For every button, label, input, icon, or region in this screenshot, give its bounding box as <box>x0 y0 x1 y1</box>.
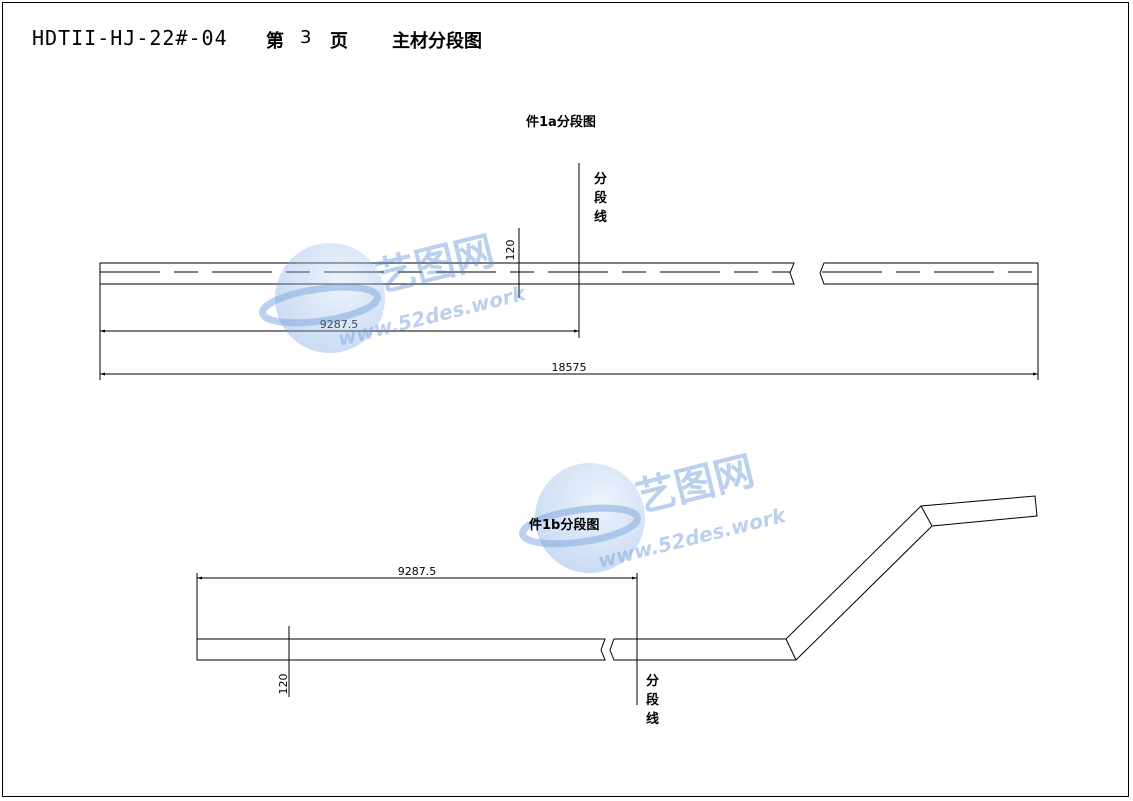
member-1a-bar-left <box>99 262 795 285</box>
member-1b-bend-line-1 <box>785 638 797 661</box>
member-1b-bar-left <box>196 638 606 661</box>
watermark-globe-icon-2 <box>535 463 645 573</box>
member-1b-caption: 件1b分段图 <box>529 518 600 533</box>
watermark-brand-2: 艺图网 <box>631 448 759 522</box>
member-1b-split-label: 分段线 <box>646 673 659 727</box>
page-suffix: 页 <box>330 31 348 52</box>
member-1a-caption: 件1a分段图 <box>526 115 596 130</box>
page-number: 3 <box>300 27 312 48</box>
member-1a-split-label: 分段线 <box>594 171 607 225</box>
watermark-globe-icon <box>275 243 385 353</box>
member-1a-height-label: 120 <box>504 240 517 261</box>
member-1b-bar-right <box>609 495 1038 661</box>
doc-code: HDTII-HJ-22#-04 <box>32 26 228 50</box>
member-1b-height-label: 120 <box>277 674 290 695</box>
watermark-2: 艺图网 www.52des.work <box>519 448 789 573</box>
watermark-1: 艺图网 www.52des.work <box>259 228 529 353</box>
member-1a-total-label: 18575 <box>552 361 587 374</box>
member-1b-drawing <box>196 495 1038 705</box>
member-1a-drawing <box>99 163 1039 380</box>
member-1a-bar-right <box>819 262 1039 285</box>
doc-title: 主材分段图 <box>392 31 482 52</box>
member-1b-half-label: 9287.5 <box>398 565 437 578</box>
page-prefix: 第 <box>266 31 284 52</box>
member-1b-bend-line-2 <box>920 505 933 527</box>
